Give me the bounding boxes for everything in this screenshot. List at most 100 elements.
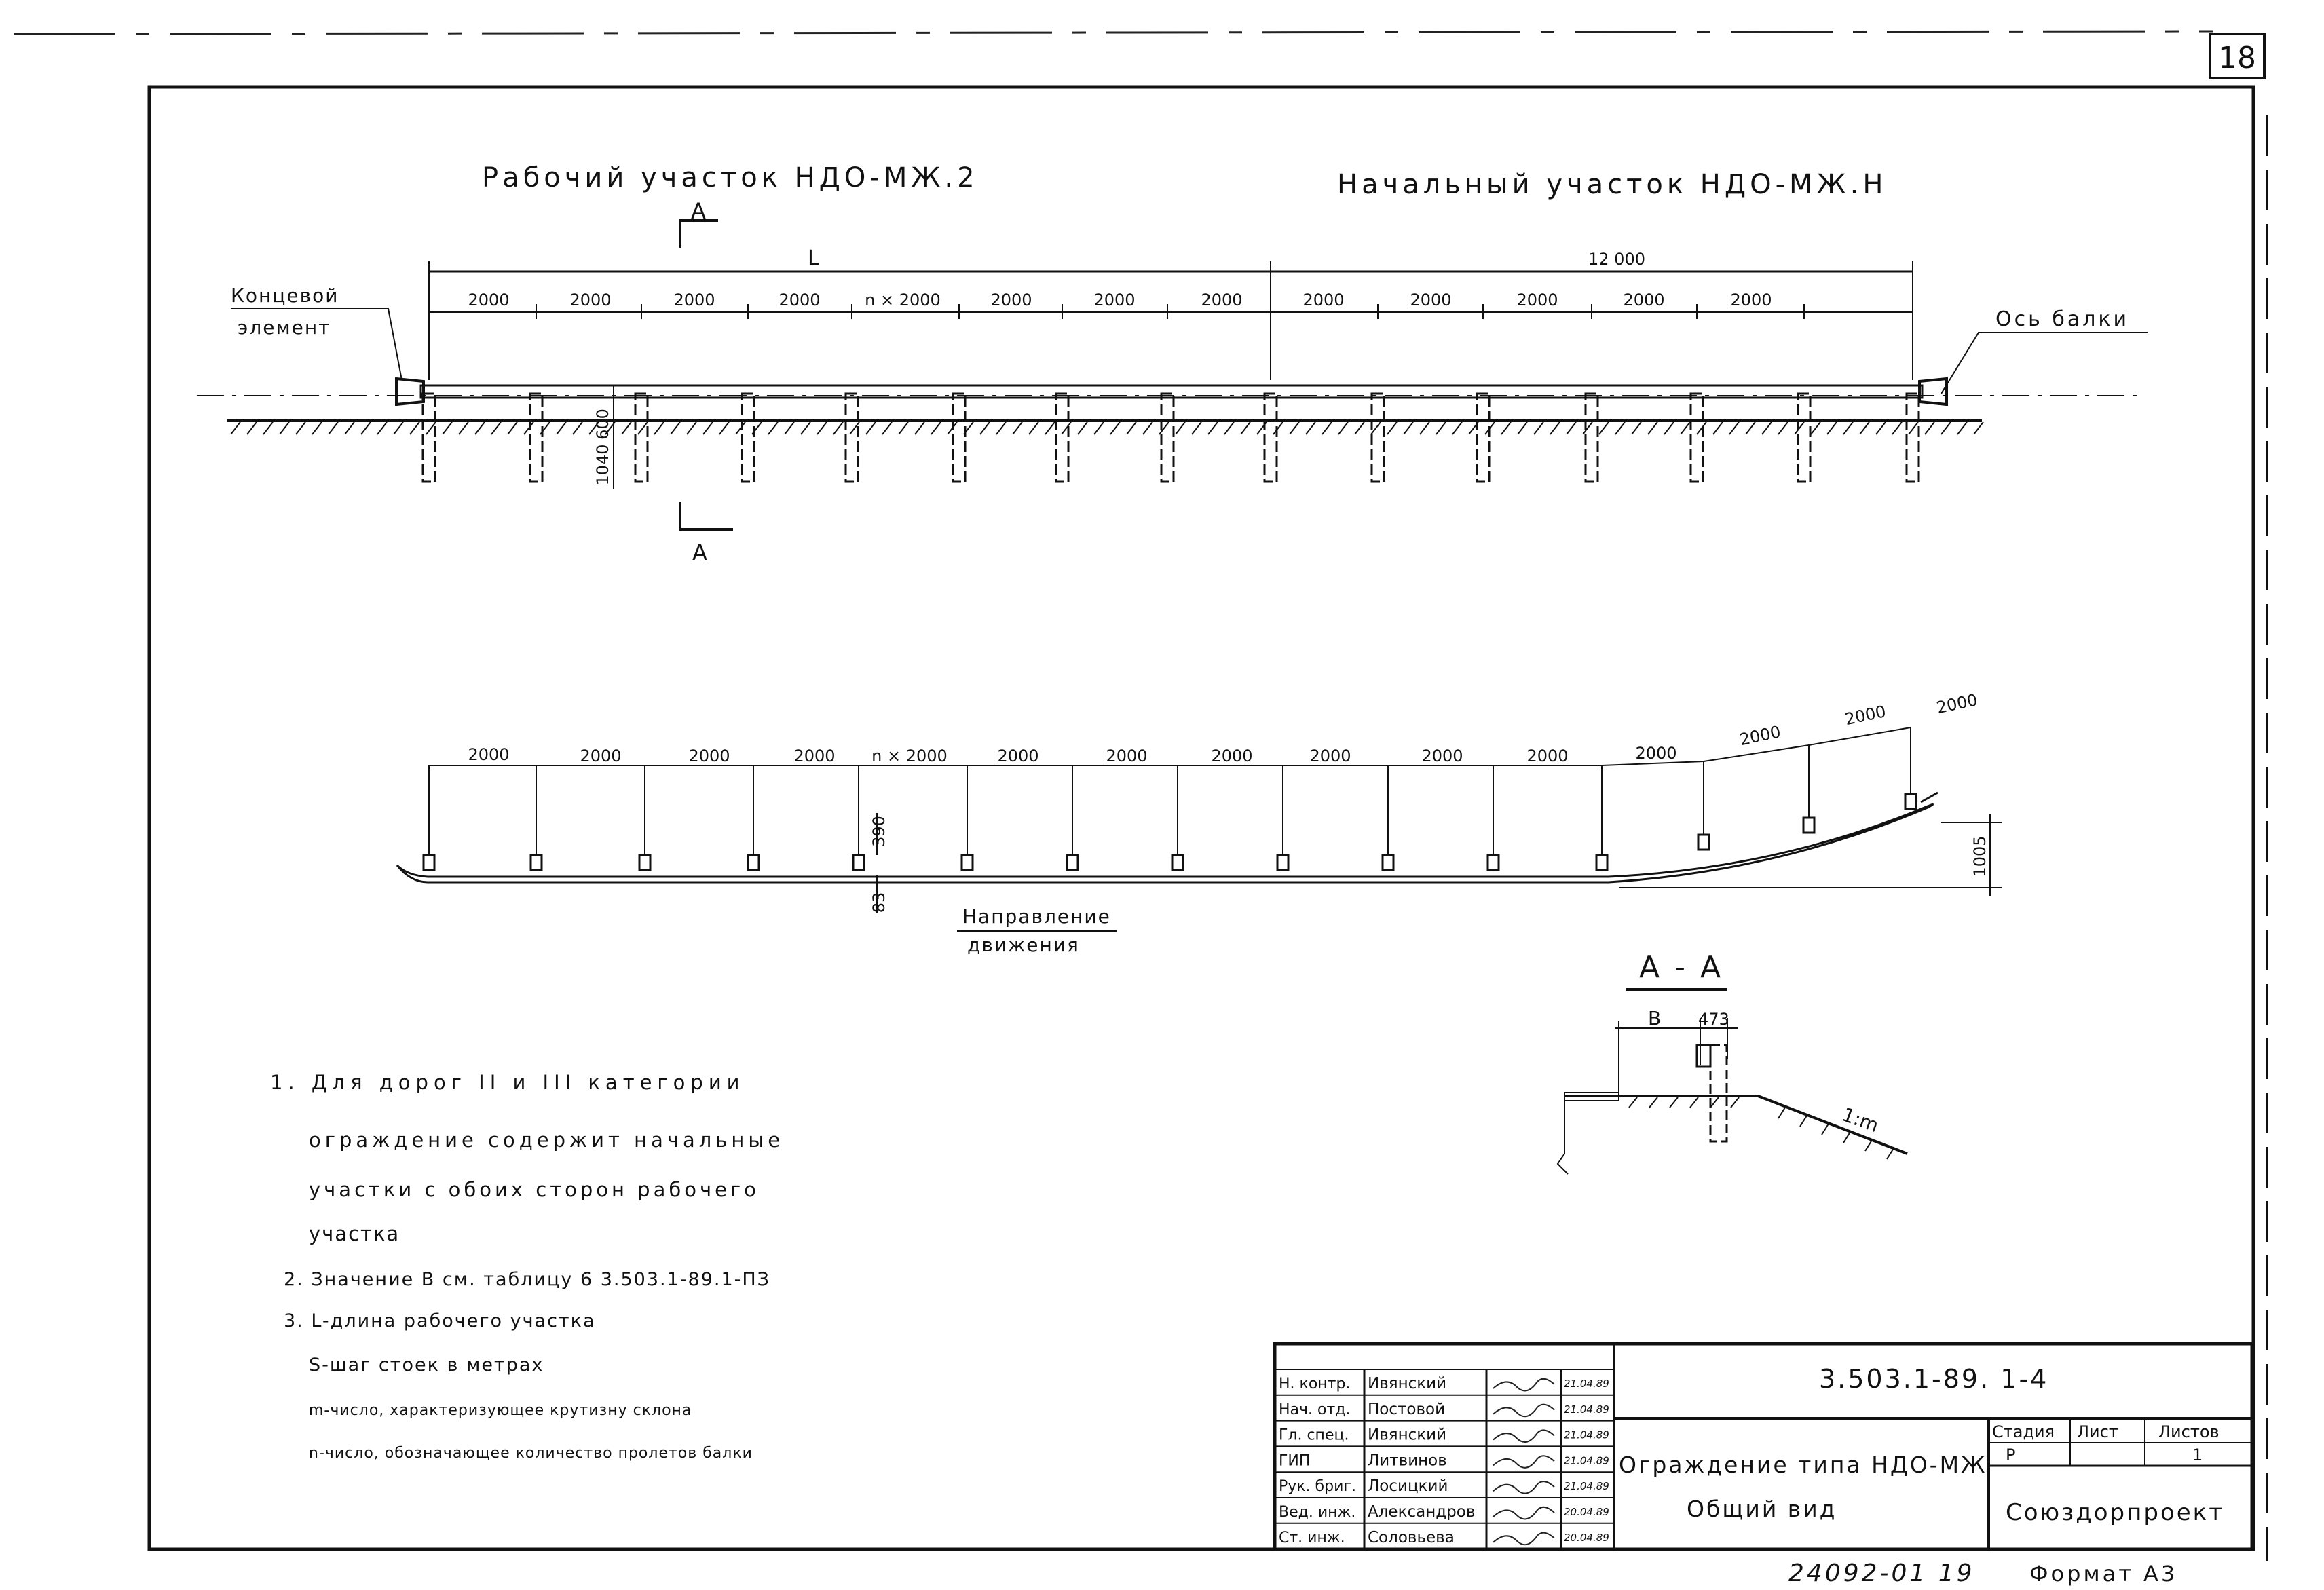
plan-span-label: 2000 (1623, 290, 1664, 309)
profile-post (638, 854, 652, 871)
signature (1493, 1403, 1555, 1418)
note-line-8: m-число, характеризующее крутизну склона (309, 1402, 692, 1419)
plan-span-label: 2000 (1410, 290, 1451, 309)
page-number: 18 (2218, 41, 2256, 75)
doc-title-2: Общий вид (1687, 1496, 1837, 1522)
note-line-5: 2. Значение В см. таблицу 6 3.503.1-89.1… (284, 1269, 770, 1290)
trim-line (13, 30, 2213, 35)
stamp-name: Ивянский (1368, 1375, 1446, 1393)
profile-post (422, 854, 436, 871)
profile-view: 2000 2000 2000 2000 n × 2000 2000 2000 2000 2000… (396, 690, 2002, 956)
stamp-name: Литвинов (1368, 1452, 1447, 1469)
dim-473: 473 (1698, 1010, 1729, 1029)
plan-post (529, 392, 544, 483)
section-hatching (1628, 1097, 1894, 1160)
profile-span-label: 2000 (1309, 746, 1351, 765)
plan-span-label: 2000 (569, 290, 611, 309)
profile-span-label: 2000 (1211, 746, 1252, 765)
signature (1493, 1506, 1555, 1520)
note-line-4: участка (309, 1222, 400, 1245)
section-a-a: А - А В 473 1:m (1556, 950, 1908, 1175)
page-number-box (2209, 33, 2266, 79)
road-surface (1564, 1095, 1908, 1155)
plan-posts (421, 304, 1920, 483)
section-title: А - А (1639, 950, 1723, 985)
profile-post (1697, 833, 1710, 851)
plan-span-label: 2000 (673, 290, 715, 309)
profile-beam (396, 803, 1934, 884)
profile-span-label: 2000 (1421, 746, 1463, 765)
stamp-role: Гл. спец. (1279, 1427, 1349, 1444)
title-initial-section: Начальный участок НДО-МЖ.Н (1337, 169, 1887, 200)
dim-1040: 1040 (593, 444, 612, 485)
stamp-date: 20.04.89 (1564, 1506, 1609, 1518)
stamp-date: 21.04.89 (1564, 1454, 1609, 1466)
col-sheets: Листов (2158, 1422, 2219, 1441)
signature (1493, 1481, 1555, 1494)
profile-post (960, 854, 974, 871)
profile-span-label: 2000 (793, 746, 835, 765)
dim-b: В (1648, 1007, 1661, 1029)
profile-post (1381, 854, 1395, 871)
plan-span-label: 2000 (1516, 290, 1558, 309)
stamp-name: Александров (1368, 1503, 1475, 1521)
profile-post (1595, 854, 1609, 871)
beam (419, 384, 1924, 399)
stamp-role: Рук. бриг. (1279, 1478, 1356, 1495)
stamp-role: Ст. инж. (1279, 1530, 1345, 1547)
plan-post (1905, 392, 1920, 483)
end-element-label: Концевой (231, 284, 339, 307)
format-label: Формат А3 (2029, 1561, 2177, 1587)
plan-post (634, 392, 649, 483)
plan-post (741, 392, 755, 483)
dim-1005: 1005 (1970, 835, 1989, 877)
plan-span-label: n × 2000 (865, 290, 941, 309)
section-mark-top: А (691, 198, 706, 224)
section-beam (1695, 1044, 1712, 1068)
title-working-section: Рабочий участок НДО-МЖ.2 (482, 162, 979, 193)
stamp-name: Лосицкий (1368, 1477, 1448, 1495)
plan-span-labels: 2000 2000 2000 2000 n × 2000 2000 2000 2000 2000… (468, 290, 1772, 309)
doc-code: 3.503.1-89. 1-4 (1819, 1364, 2048, 1394)
profile-post (1486, 854, 1500, 871)
stamp-date: 21.04.89 (1564, 1403, 1609, 1416)
signature (1493, 1429, 1555, 1443)
note-line-7: S-шаг стоек в метрах (309, 1355, 544, 1376)
end-element-label-2: элемент (238, 316, 331, 339)
plan-post (844, 392, 859, 483)
inventory-number: 24092-01 19 (1788, 1559, 1975, 1587)
plan-post (1370, 392, 1385, 483)
profile-span-label: n × 2000 (872, 746, 948, 765)
direction-label: Направление (962, 905, 1111, 928)
plan-post (952, 392, 967, 483)
doc-title-1: Ограждение типа НДО-МЖ (1619, 1452, 1987, 1478)
note-line-9: n-число, обозначающее количество пролето… (309, 1445, 753, 1462)
profile-post (1171, 854, 1184, 871)
profile-post (529, 854, 543, 871)
dim-390: 390 (869, 816, 888, 847)
profile-span-label: 2000 (1843, 702, 1888, 729)
profile-span-label: 2000 (1935, 690, 1980, 717)
note-line-3: участки с обоих сторон рабочего (309, 1178, 760, 1201)
stage-value: Р (2006, 1445, 2015, 1464)
profile-span-label: 2000 (1106, 746, 1147, 765)
stamp-name: Постовой (1368, 1401, 1445, 1418)
plan-span-label: 2000 (1093, 290, 1135, 309)
plan-span-label: 2000 (468, 290, 509, 309)
profile-post (1904, 793, 1917, 810)
end-element-left (395, 377, 425, 406)
dim-83: 83 (869, 892, 888, 913)
profile-post (1802, 816, 1816, 834)
profile-span-label: 2000 (468, 745, 509, 764)
profile-span-label: 2000 (580, 746, 621, 765)
profile-spans: 2000 2000 2000 2000 n × 2000 2000 2000 2000 2000… (422, 690, 1980, 871)
stamp-date: 21.04.89 (1564, 1378, 1609, 1390)
plan-span-label: 2000 (1302, 290, 1344, 309)
organization: Союздорпроект (2006, 1499, 2224, 1526)
profile-span-label: 2000 (1738, 722, 1783, 749)
plan-span-label: 2000 (779, 290, 820, 309)
plan-post (1797, 392, 1812, 483)
